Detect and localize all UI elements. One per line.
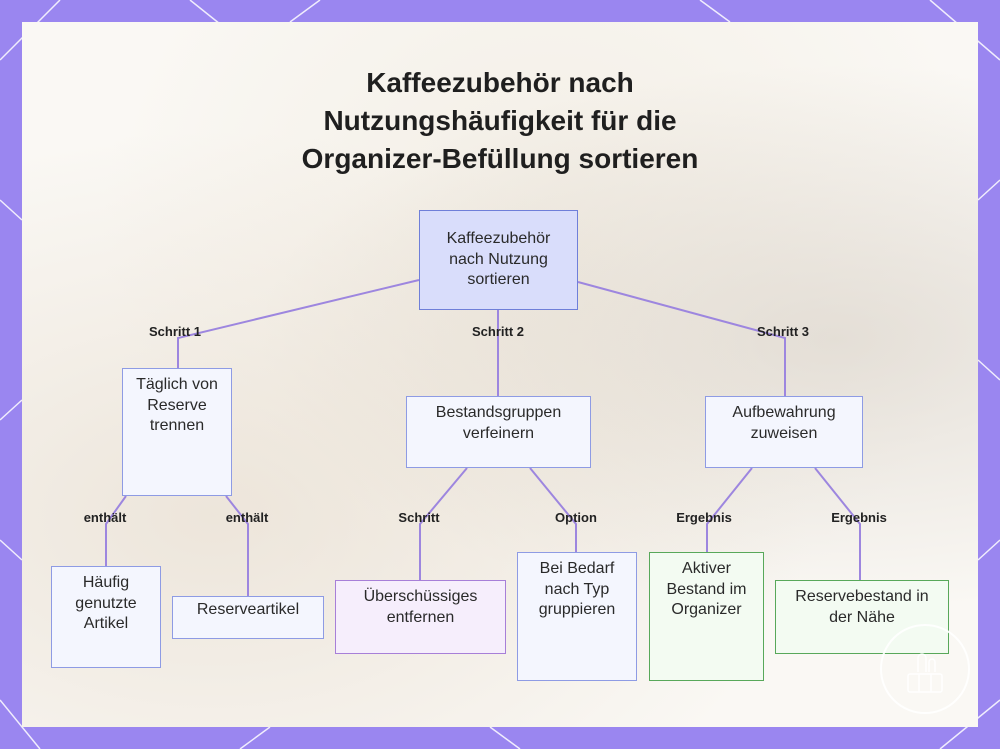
edge-root-step3 (577, 281, 786, 396)
edge-label-contains-reserve: enthält (225, 510, 269, 525)
edge-step1-frequent (105, 495, 127, 566)
node-step1: Täglich von Reserve trennen (122, 368, 232, 496)
edge-step2-excess (419, 467, 468, 580)
edge-label-step2: Schritt 2 (471, 324, 525, 339)
edge-root-step1 (177, 279, 420, 368)
brand-logo-icon (880, 624, 970, 714)
node-group-by-type: Bei Bedarf nach Typ gruppieren (517, 552, 637, 681)
diagram-title: Kaffeezubehör nach Nutzungshäufigkeit fü… (250, 64, 750, 178)
title-line-3: Organizer-Befüllung sortieren (301, 143, 699, 174)
node-step2: Bestandsgruppen verfeinern (406, 396, 591, 468)
edge-step3-active (706, 467, 753, 552)
edge-label-contains-frequent: enthält (83, 510, 127, 525)
edge-label-step3: Schritt 3 (756, 324, 810, 339)
edge-label-step: Schritt (398, 510, 440, 525)
edge-step3-reserve (814, 467, 861, 580)
node-active-stock: Aktiver Bestand im Organizer (649, 552, 764, 681)
edge-label-step1: Schritt 1 (148, 324, 202, 339)
node-remove-excess: Überschüssiges entfernen (335, 580, 506, 654)
title-line-1: Kaffeezubehör nach (366, 67, 634, 98)
title-line-2: Nutzungshäufigkeit für die (323, 105, 677, 136)
edge-label-result-reserve: Ergebnis (831, 510, 887, 525)
node-reserve-nearby: Reservebestand in der Nähe (775, 580, 949, 654)
node-root: Kaffeezubehör nach Nutzung sortieren (419, 210, 578, 310)
edge-label-option: Option (555, 510, 597, 525)
edge-step2-group (529, 467, 577, 552)
node-reserve-items: Reserveartikel (172, 596, 324, 639)
edge-step1-reserve (225, 495, 249, 596)
node-frequent-items: Häufig genutzte Artikel (51, 566, 161, 668)
edge-label-result-active: Ergebnis (676, 510, 732, 525)
node-step3: Aufbewahrung zuweisen (705, 396, 863, 468)
